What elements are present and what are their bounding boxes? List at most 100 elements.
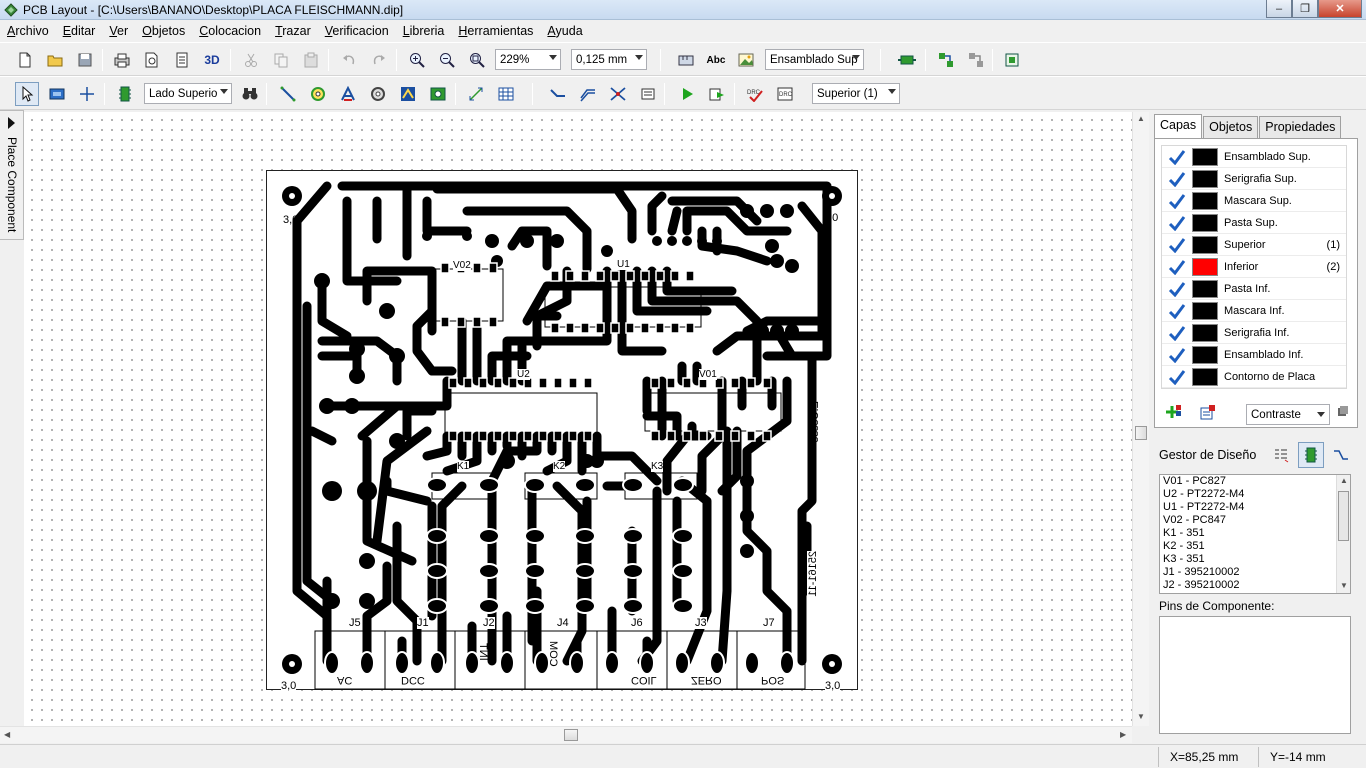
component-icon[interactable]	[895, 48, 919, 72]
undo-icon[interactable]	[337, 48, 361, 72]
copy-icon[interactable]	[269, 48, 293, 72]
place-component-tab[interactable]: Place Component	[0, 110, 24, 240]
drc-check-icon[interactable]: DRC	[743, 82, 767, 106]
board-outline-icon[interactable]	[45, 82, 69, 106]
layer-visible-check-icon[interactable]	[1162, 344, 1192, 365]
layer-color-swatch[interactable]	[1192, 257, 1218, 276]
find-binoculars-icon[interactable]	[238, 82, 262, 106]
layer-row[interactable]: Mascara Inf.	[1162, 300, 1346, 322]
layer-row[interactable]: Pasta Sup.	[1162, 212, 1346, 234]
layer-visible-check-icon[interactable]	[1162, 212, 1192, 233]
grid-combo[interactable]: 0,125 mm	[571, 49, 647, 70]
pcb-canvas[interactable]: 3,0 3,0 3,0 3,0 V02 U1 U2 V01 K1 K2 K3 J…	[24, 112, 1132, 726]
minimize-button[interactable]: –	[1266, 0, 1292, 18]
layer-color-swatch[interactable]	[1192, 213, 1218, 232]
layer-row[interactable]: Ensamblado Inf.	[1162, 344, 1346, 366]
layer-row[interactable]: Contorno de Placa	[1162, 366, 1346, 388]
panel-options-icon[interactable]	[1336, 404, 1350, 421]
menu-ayuda[interactable]: Ayuda	[547, 24, 583, 38]
chip-icon[interactable]	[113, 82, 137, 106]
component-view-icon[interactable]	[1298, 442, 1324, 468]
layer-row[interactable]: Pasta Inf.	[1162, 278, 1346, 300]
component-list-scrollbar[interactable]: ▲ ▼	[1336, 475, 1350, 593]
autoplace-icon[interactable]	[934, 48, 958, 72]
zoom-combo[interactable]: 229%	[495, 49, 561, 70]
run-play-icon[interactable]	[675, 82, 699, 106]
canvas-horizontal-scrollbar[interactable]: ◀ ▶	[0, 726, 1132, 743]
layer-color-swatch[interactable]	[1192, 301, 1218, 320]
close-button[interactable]: ✕	[1318, 0, 1362, 18]
layer-visible-check-icon[interactable]	[1162, 146, 1192, 167]
current-layer-combo[interactable]: Superior (1)	[812, 83, 900, 104]
menu-verificacion[interactable]: Verificacion	[324, 24, 389, 38]
dimension-icon[interactable]	[464, 82, 488, 106]
vertical-scroll-thumb[interactable]	[1135, 426, 1147, 440]
view-3d-button[interactable]: 3D	[204, 53, 220, 67]
list-view-icon[interactable]	[1268, 442, 1294, 468]
zoom-fit-icon[interactable]	[465, 48, 489, 72]
new-file-icon[interactable]	[13, 48, 37, 72]
grid-table-icon[interactable]	[494, 82, 518, 106]
route-track-icon[interactable]	[546, 82, 570, 106]
layer-row[interactable]: Mascara Sup.	[1162, 190, 1346, 212]
component-list-item[interactable]: J1 - 395210002	[1163, 566, 1240, 578]
layer-color-swatch[interactable]	[1192, 345, 1218, 364]
route-multi-icon[interactable]	[576, 82, 600, 106]
layer-visible-check-icon[interactable]	[1162, 190, 1192, 211]
open-folder-icon[interactable]	[43, 48, 67, 72]
measure-icon[interactable]	[674, 48, 698, 72]
contrast-combo[interactable]: Contraste	[1246, 404, 1330, 425]
crosshair-icon[interactable]	[75, 82, 99, 106]
cut-icon[interactable]	[239, 48, 263, 72]
component-list-item[interactable]: V01 - PC827	[1163, 475, 1226, 487]
copper-pour-icon[interactable]	[426, 82, 450, 106]
layer-select-combo[interactable]: Ensamblado Sup	[765, 49, 864, 70]
tab-propiedades[interactable]: Propiedades	[1259, 116, 1342, 138]
component-list-item[interactable]: U2 - PT2272-M4	[1163, 488, 1245, 500]
zoom-in-icon[interactable]	[405, 48, 429, 72]
component-list-scroll-thumb[interactable]	[1338, 491, 1349, 541]
split-track-icon[interactable]	[606, 82, 630, 106]
autoroute-icon[interactable]	[964, 48, 988, 72]
layer-color-swatch[interactable]	[1192, 235, 1218, 254]
export-run-icon[interactable]	[705, 82, 729, 106]
layer-color-swatch[interactable]	[1192, 279, 1218, 298]
component-list-item[interactable]: K3 - 351	[1163, 553, 1205, 565]
pcb-board[interactable]: 3,0 3,0 3,0 3,0 V02 U1 U2 V01 K1 K2 K3 J…	[266, 170, 858, 692]
layer-color-swatch[interactable]	[1192, 367, 1218, 386]
image-icon[interactable]	[734, 48, 758, 72]
layer-visible-check-icon[interactable]	[1162, 234, 1192, 255]
component-list-item[interactable]: V02 - PC847	[1163, 514, 1226, 526]
track-tool-icon[interactable]	[276, 82, 300, 106]
menu-editar[interactable]: Editar	[62, 24, 96, 38]
layer-row[interactable]: Inferior(2)	[1162, 256, 1346, 278]
menu-archivo[interactable]: Archivo	[7, 24, 49, 38]
layer-row[interactable]: Serigrafia Inf.	[1162, 322, 1346, 344]
layer-color-swatch[interactable]	[1192, 191, 1218, 210]
layer-settings-icon[interactable]	[1200, 404, 1216, 423]
side-combo[interactable]: Lado Superio	[144, 83, 232, 104]
maximize-button[interactable]: ❐	[1292, 0, 1318, 18]
via-tool-icon[interactable]	[366, 82, 390, 106]
report-icon[interactable]	[170, 48, 194, 72]
tab-objetos[interactable]: Objetos	[1203, 116, 1259, 138]
component-props-icon[interactable]	[636, 82, 660, 106]
polygon-fill-icon[interactable]	[396, 82, 420, 106]
pad-tool-icon[interactable]	[306, 82, 330, 106]
layer-visible-check-icon[interactable]	[1162, 322, 1192, 343]
component-list-item[interactable]: K2 - 351	[1163, 540, 1205, 552]
layer-visible-check-icon[interactable]	[1162, 366, 1192, 387]
netlist-icon[interactable]	[1000, 48, 1024, 72]
tab-capas[interactable]: Capas	[1154, 114, 1203, 138]
component-list-item[interactable]: U1 - PT2272-M4	[1163, 501, 1245, 513]
layer-color-swatch[interactable]	[1192, 169, 1218, 188]
menu-ver[interactable]: Ver	[109, 24, 129, 38]
print-icon[interactable]	[110, 48, 134, 72]
add-layer-icon[interactable]	[1166, 404, 1182, 423]
layer-row[interactable]: Superior(1)	[1162, 234, 1346, 256]
layer-visible-check-icon[interactable]	[1162, 168, 1192, 189]
menu-colocacion[interactable]: Colocacion	[199, 24, 262, 38]
menu-objetos[interactable]: Objetos	[142, 24, 186, 38]
expand-arrow-icon[interactable]	[8, 117, 15, 129]
